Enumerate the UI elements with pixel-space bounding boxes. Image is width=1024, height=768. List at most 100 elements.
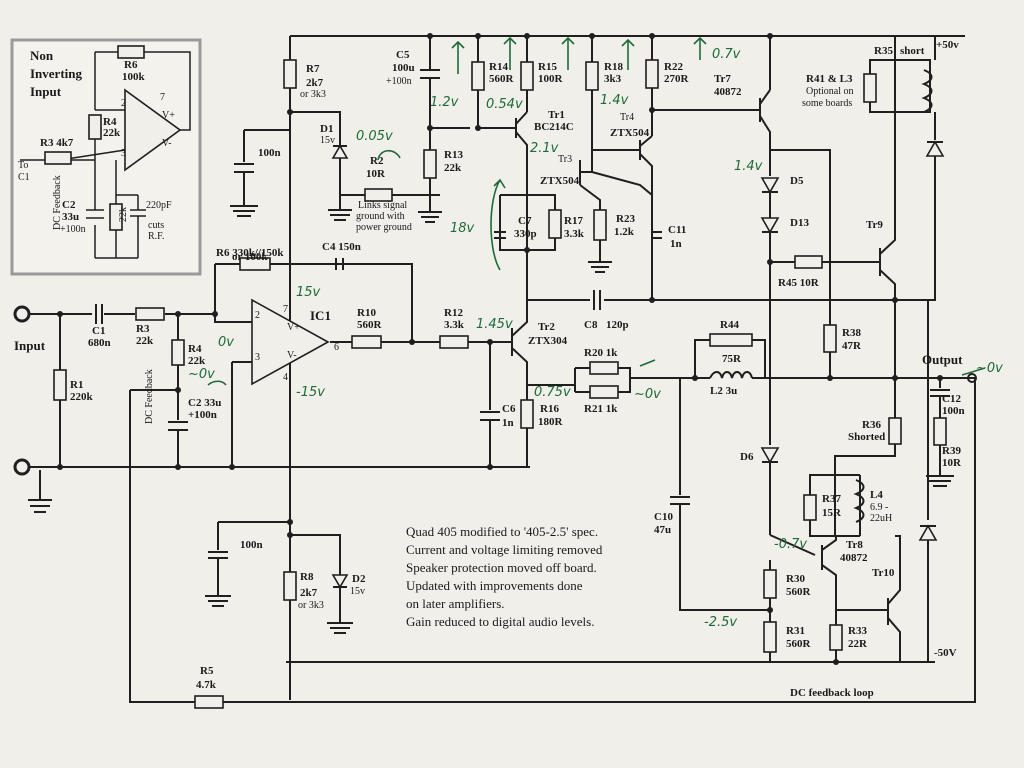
output-label: Output — [922, 352, 963, 367]
c-100n-top: 100n — [258, 147, 281, 159]
r12-label: R12 — [444, 307, 463, 319]
ic1-pin7: 7 — [283, 304, 288, 315]
inset-title-2: Inverting — [30, 66, 83, 81]
hand-tr7-voltage: 0.7v — [712, 47, 741, 62]
inset-r3: R3 4k7 — [40, 137, 74, 149]
note-line-5: on later amplifiers. — [406, 596, 505, 611]
ic1-pin2: 2 — [255, 310, 260, 321]
r7-d1-section: R7 2k7 or 3k3 D1 15v 100n R2 10R Links s… — [230, 59, 440, 233]
r15-label: R15 — [538, 61, 557, 73]
r20-label: R20 1k — [584, 347, 618, 359]
inset-c2-val2: +100n — [60, 224, 86, 235]
c5-value2: +100n — [386, 76, 412, 87]
r37-label: R37 — [822, 493, 841, 505]
r8-d2-section: 100n R8 2k7 or 3k3 D2 15v R5 4.7k DC fee… — [194, 521, 874, 709]
r35-value: short — [900, 45, 925, 57]
r31-label: R31 — [786, 625, 805, 637]
r22-label: R22 — [664, 61, 683, 73]
r31-value: 560R — [786, 638, 812, 650]
inset-r4-val: 22k — [103, 127, 121, 139]
inset-title-1: Non — [30, 48, 54, 63]
r36-value: Shorted — [848, 431, 885, 443]
hand-c10-voltage: -2.5v — [704, 615, 737, 630]
hand-18v: 18v — [450, 221, 475, 236]
r10-value: 560R — [357, 319, 383, 331]
plus50-label: +50v — [936, 39, 959, 51]
inset-pin2: 2 — [121, 98, 126, 109]
r22-value: 270R — [664, 73, 690, 85]
hand-neg15v: -15v — [296, 385, 325, 400]
d6-label: D6 — [740, 451, 754, 463]
note-line-6: Gain reduced to digital audio levels. — [406, 614, 594, 629]
tr9-label: Tr9 — [866, 219, 883, 231]
r41-line3: some boards — [802, 98, 852, 109]
note-line-1: Quad 405 modified to '405-2.5' spec. — [406, 524, 598, 539]
c7-value: 330p — [514, 228, 537, 240]
ic1-pin3: 3 — [255, 352, 260, 363]
c2-value: +100n — [188, 409, 217, 421]
r2-value: 10R — [366, 168, 386, 180]
tr10-label: Tr10 — [872, 567, 895, 579]
tr8-label: Tr8 — [846, 539, 863, 551]
hand-r16-voltage: 0.75v — [534, 385, 571, 400]
links-line3: power ground — [356, 222, 412, 233]
c-100n-bot: 100n — [240, 539, 263, 551]
r1-value: 220k — [70, 391, 94, 403]
inset-non-inverting: Non Inverting Input R6 100k R4 22k R3 4k… — [10, 38, 202, 276]
d2-value: 15v — [350, 586, 365, 597]
hand-d1-voltage: 0.05v — [356, 129, 393, 144]
l2-label: L2 3u — [710, 385, 737, 397]
d5-label: D5 — [790, 175, 804, 187]
r16-label: R16 — [540, 403, 559, 415]
r17-value: 3.3k — [564, 228, 585, 240]
tr1-value: BC214C — [534, 121, 574, 133]
r17-label: R17 — [564, 215, 583, 227]
links-line2: ground with — [356, 211, 405, 222]
r30-label: R30 — [786, 573, 805, 585]
c8-value: 120p — [606, 319, 629, 331]
hand-d5-voltage: 1.4v — [734, 159, 763, 174]
c10-value: 47u — [654, 524, 671, 536]
r33-value: 22R — [848, 638, 868, 650]
r5-label: R5 — [200, 665, 214, 677]
c8-label: C8 — [584, 319, 598, 331]
d1-value: 15v — [320, 135, 335, 146]
hand-c2-0v: ~0v — [188, 367, 215, 382]
r30-value: 560R — [786, 586, 812, 598]
c5-value: 100u — [392, 62, 415, 74]
r8-value: 2k7 — [300, 587, 318, 599]
r4-value: 22k — [188, 355, 206, 367]
tr4-label: Tr4 — [620, 112, 634, 123]
inset-r6-val: 100k — [122, 71, 146, 83]
c12-value: 100n — [942, 405, 965, 417]
r8-alt: or 3k3 — [298, 600, 324, 611]
inset-to-c1-2: C1 — [18, 172, 30, 183]
tr7-label: Tr7 — [714, 73, 731, 85]
input-label: Input — [14, 338, 46, 353]
tr7-value: 40872 — [714, 86, 742, 98]
c12-label: C12 — [942, 393, 961, 405]
ic1-vminus: V- — [287, 350, 297, 361]
upper-clamp-diode-icon — [925, 140, 945, 157]
inset-vplus: V+ — [162, 110, 175, 121]
c7-label: C7 — [518, 215, 532, 227]
d13-label: D13 — [790, 217, 809, 229]
inset-opamp — [124, 88, 182, 172]
c2-label: C2 33u — [188, 397, 221, 409]
modification-notes: Quad 405 modified to '405-2.5' spec. Cur… — [406, 524, 603, 629]
c11-value: 1n — [670, 238, 682, 250]
note-line-2: Current and voltage limiting removed — [406, 542, 603, 557]
d2-diode-icon — [331, 574, 349, 589]
hand-output-voltage: ~0v — [976, 361, 1003, 376]
dc-feedback-label: DC Feedback — [144, 369, 155, 424]
r13-value: 22k — [444, 162, 462, 174]
d1-diode-icon — [331, 144, 349, 159]
ic1-pin6: 6 — [334, 342, 339, 353]
r14-label: R14 — [489, 61, 508, 73]
r44-label: R44 — [720, 319, 739, 331]
r15-value: 100R — [538, 73, 564, 85]
c1-label: C1 — [92, 325, 105, 337]
l4-label: L4 — [870, 489, 883, 501]
r6-value: or 100k — [232, 251, 268, 263]
